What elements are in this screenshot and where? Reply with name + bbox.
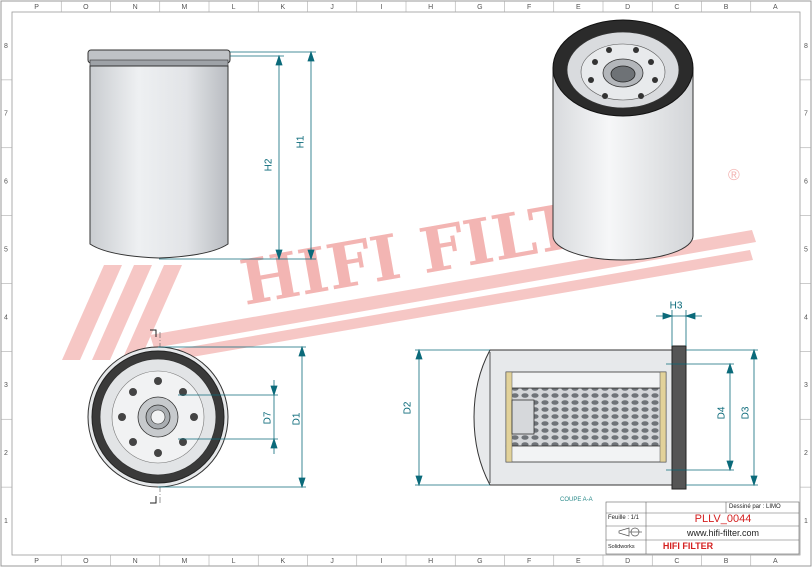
border-label-bottom: O [83, 558, 89, 565]
dim-h3: H3 [670, 301, 683, 312]
border-label-top: N [133, 4, 138, 11]
height-dimensions [159, 50, 316, 261]
bottom-view [87, 329, 229, 505]
website: www.hifi-filter.com [686, 528, 759, 538]
dim-d1: D1 [292, 412, 303, 425]
border-label-top: I [380, 4, 382, 11]
border-label-right: 3 [804, 382, 808, 389]
border-label-right: 1 [804, 518, 808, 525]
border-label-right: 7 [804, 111, 808, 118]
projection-symbol-icon [618, 527, 642, 537]
border-label-left: 4 [4, 314, 8, 321]
border-label-bottom: B [724, 558, 729, 565]
border-label-bottom: E [576, 558, 581, 565]
border-label-bottom: G [477, 558, 482, 565]
border-label-bottom: H [428, 558, 433, 565]
border-label-bottom: J [330, 558, 334, 565]
circle-dimensions [158, 345, 306, 489]
border-label-right: 8 [804, 43, 808, 50]
border-label-top: D [625, 4, 630, 11]
border-label-right: 4 [804, 314, 808, 321]
software-name: Solidworks [608, 544, 635, 550]
section-view [473, 345, 687, 490]
border-label-top: P [34, 4, 39, 11]
border-label-left: 2 [4, 450, 8, 457]
border-label-bottom: A [773, 558, 778, 565]
border-label-left: 3 [4, 382, 8, 389]
dim-h1: H1 [296, 135, 307, 148]
border-label-left: 7 [4, 111, 8, 118]
border-label-bottom: N [133, 558, 138, 565]
title-block-frame [605, 501, 800, 555]
dim-d3: D3 [741, 406, 752, 419]
border-label-top: J [330, 4, 334, 11]
section-dimensions [415, 310, 758, 487]
sheet-number: Feuille : 1/1 [608, 515, 640, 521]
dim-d7: D7 [263, 411, 274, 424]
watermark-registered: ® [728, 167, 740, 184]
border-label-top: K [281, 4, 286, 11]
part-number: PLLV_0044 [694, 513, 752, 525]
border-label-left: 1 [4, 518, 8, 525]
border-label-bottom: P [34, 558, 39, 565]
border-label-right: 5 [804, 246, 808, 253]
brand-name: HIFI FILTER [662, 541, 714, 551]
border-label-top: H [428, 4, 433, 11]
border-label-bottom: M [181, 558, 187, 565]
border-label-right: 6 [804, 179, 808, 186]
section-label: COUPE A-A [560, 497, 593, 503]
border-label-top: C [674, 4, 679, 11]
border-label-top: M [181, 4, 187, 11]
border-label-bottom: F [527, 558, 531, 565]
border-label-bottom: I [380, 558, 382, 565]
border-label-bottom: K [281, 558, 286, 565]
border-label-top: L [232, 4, 236, 11]
border-label-bottom: D [625, 558, 630, 565]
border-labels: P O N M L K J I H G F E D C B A P O N M L K J I H G F E D C B A 8 7 6 5 4 3 2 1… [4, 4, 808, 565]
designed-by: Dessiné par : LIMO [729, 504, 781, 510]
border-label-bottom: C [674, 558, 679, 565]
border-label-top: A [773, 4, 778, 11]
isometric-view [552, 19, 694, 261]
border-label-top: F [527, 4, 531, 11]
border-label-top: E [576, 4, 581, 11]
border-label-bottom: L [232, 558, 236, 565]
dim-h2: H2 [264, 158, 275, 171]
border-label-top: B [724, 4, 729, 11]
dim-d4: D4 [717, 406, 728, 419]
border-label-top: O [83, 4, 89, 11]
border-label-right: 2 [804, 450, 808, 457]
front-view [87, 49, 231, 259]
border-label-left: 5 [4, 246, 8, 253]
border-label-left: 6 [4, 179, 8, 186]
dim-d2: D2 [403, 401, 414, 414]
border-label-left: 8 [4, 43, 8, 50]
border-label-top: G [477, 4, 482, 11]
